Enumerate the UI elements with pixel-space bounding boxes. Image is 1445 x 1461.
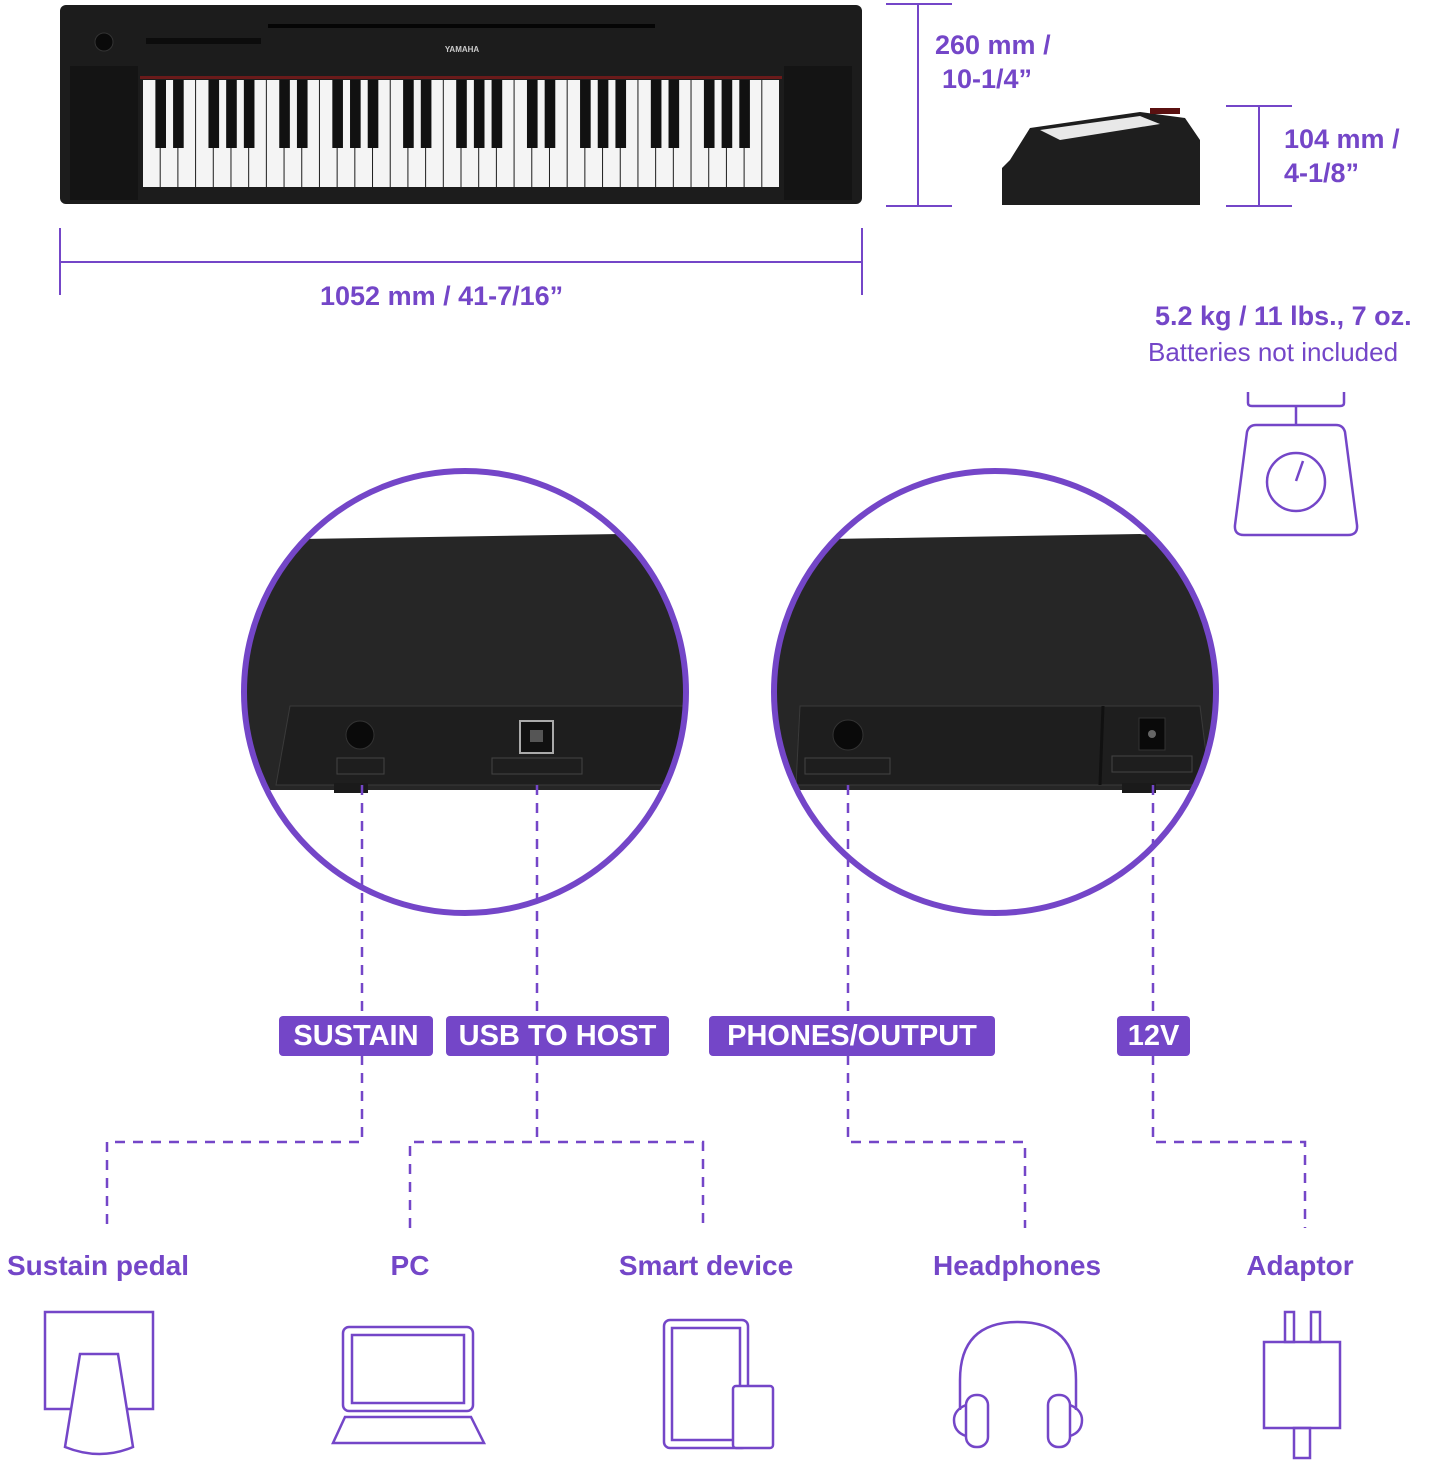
black-key xyxy=(739,80,750,148)
laptop-icon xyxy=(331,1325,487,1445)
pedal-icon xyxy=(43,1310,155,1456)
weight-value: 5.2 kg / 11 lbs., 7 oz. xyxy=(1155,301,1412,331)
headphones-icon xyxy=(952,1320,1084,1449)
device-label-adaptor: Adaptor xyxy=(1246,1250,1354,1281)
height-dimension-label: 260 mm / xyxy=(935,30,1051,60)
device-label-headphones: Headphones xyxy=(932,1250,1102,1281)
port-closeup-right xyxy=(771,468,1219,916)
port-label-sustain: SUSTAIN xyxy=(279,1016,433,1056)
dimension-lines xyxy=(59,3,1292,295)
plug-icon xyxy=(1262,1310,1342,1460)
black-key xyxy=(155,80,167,148)
black-key xyxy=(420,80,432,148)
black-key xyxy=(703,80,715,148)
tablet-phone-icon xyxy=(662,1318,775,1450)
port-closeup-left xyxy=(241,468,689,916)
black-key xyxy=(173,80,184,148)
black-key xyxy=(456,80,467,148)
device-label-pc: PC xyxy=(390,1250,430,1281)
black-key xyxy=(279,80,290,148)
black-key xyxy=(296,80,308,148)
keyboard-side-view xyxy=(1002,108,1200,205)
black-key xyxy=(650,80,662,148)
scale-icon xyxy=(1233,392,1359,537)
port-label-phones-output: PHONES/OUTPUT xyxy=(709,1016,995,1056)
black-key xyxy=(350,80,361,148)
black-key xyxy=(615,80,627,148)
height-dimension-label-2: 10-1/4” xyxy=(942,64,1033,94)
white-key xyxy=(762,80,779,187)
black-key xyxy=(226,80,237,148)
black-key xyxy=(491,80,503,148)
black-key xyxy=(544,80,556,148)
black-key xyxy=(721,80,733,148)
black-key xyxy=(668,80,680,148)
port-label-usb-to-host: USB TO HOST xyxy=(446,1016,669,1056)
width-dimension-label: 1052 mm / 41-7/16” xyxy=(320,281,564,311)
black-key xyxy=(403,80,414,148)
depth-dimension-label: 104 mm / xyxy=(1284,124,1400,154)
black-key xyxy=(332,80,343,148)
device-label-smart-device: Smart device xyxy=(618,1250,794,1281)
black-key xyxy=(526,80,538,148)
black-key xyxy=(473,80,485,148)
black-key xyxy=(367,80,379,148)
keyboard-top-view: YAMAHA xyxy=(60,5,862,204)
black-key xyxy=(208,80,220,148)
connection-lines xyxy=(105,785,1307,1228)
device-label-sustain-pedal: Sustain pedal xyxy=(6,1250,190,1281)
batteries-note: Batteries not included xyxy=(1148,337,1399,367)
depth-dimension-label-2: 4-1/8” xyxy=(1284,158,1360,188)
brand-logo: YAMAHA xyxy=(445,45,480,54)
black-key xyxy=(580,80,591,148)
black-key xyxy=(597,80,609,148)
port-label-12v: 12V xyxy=(1117,1016,1190,1056)
black-key xyxy=(243,80,255,148)
